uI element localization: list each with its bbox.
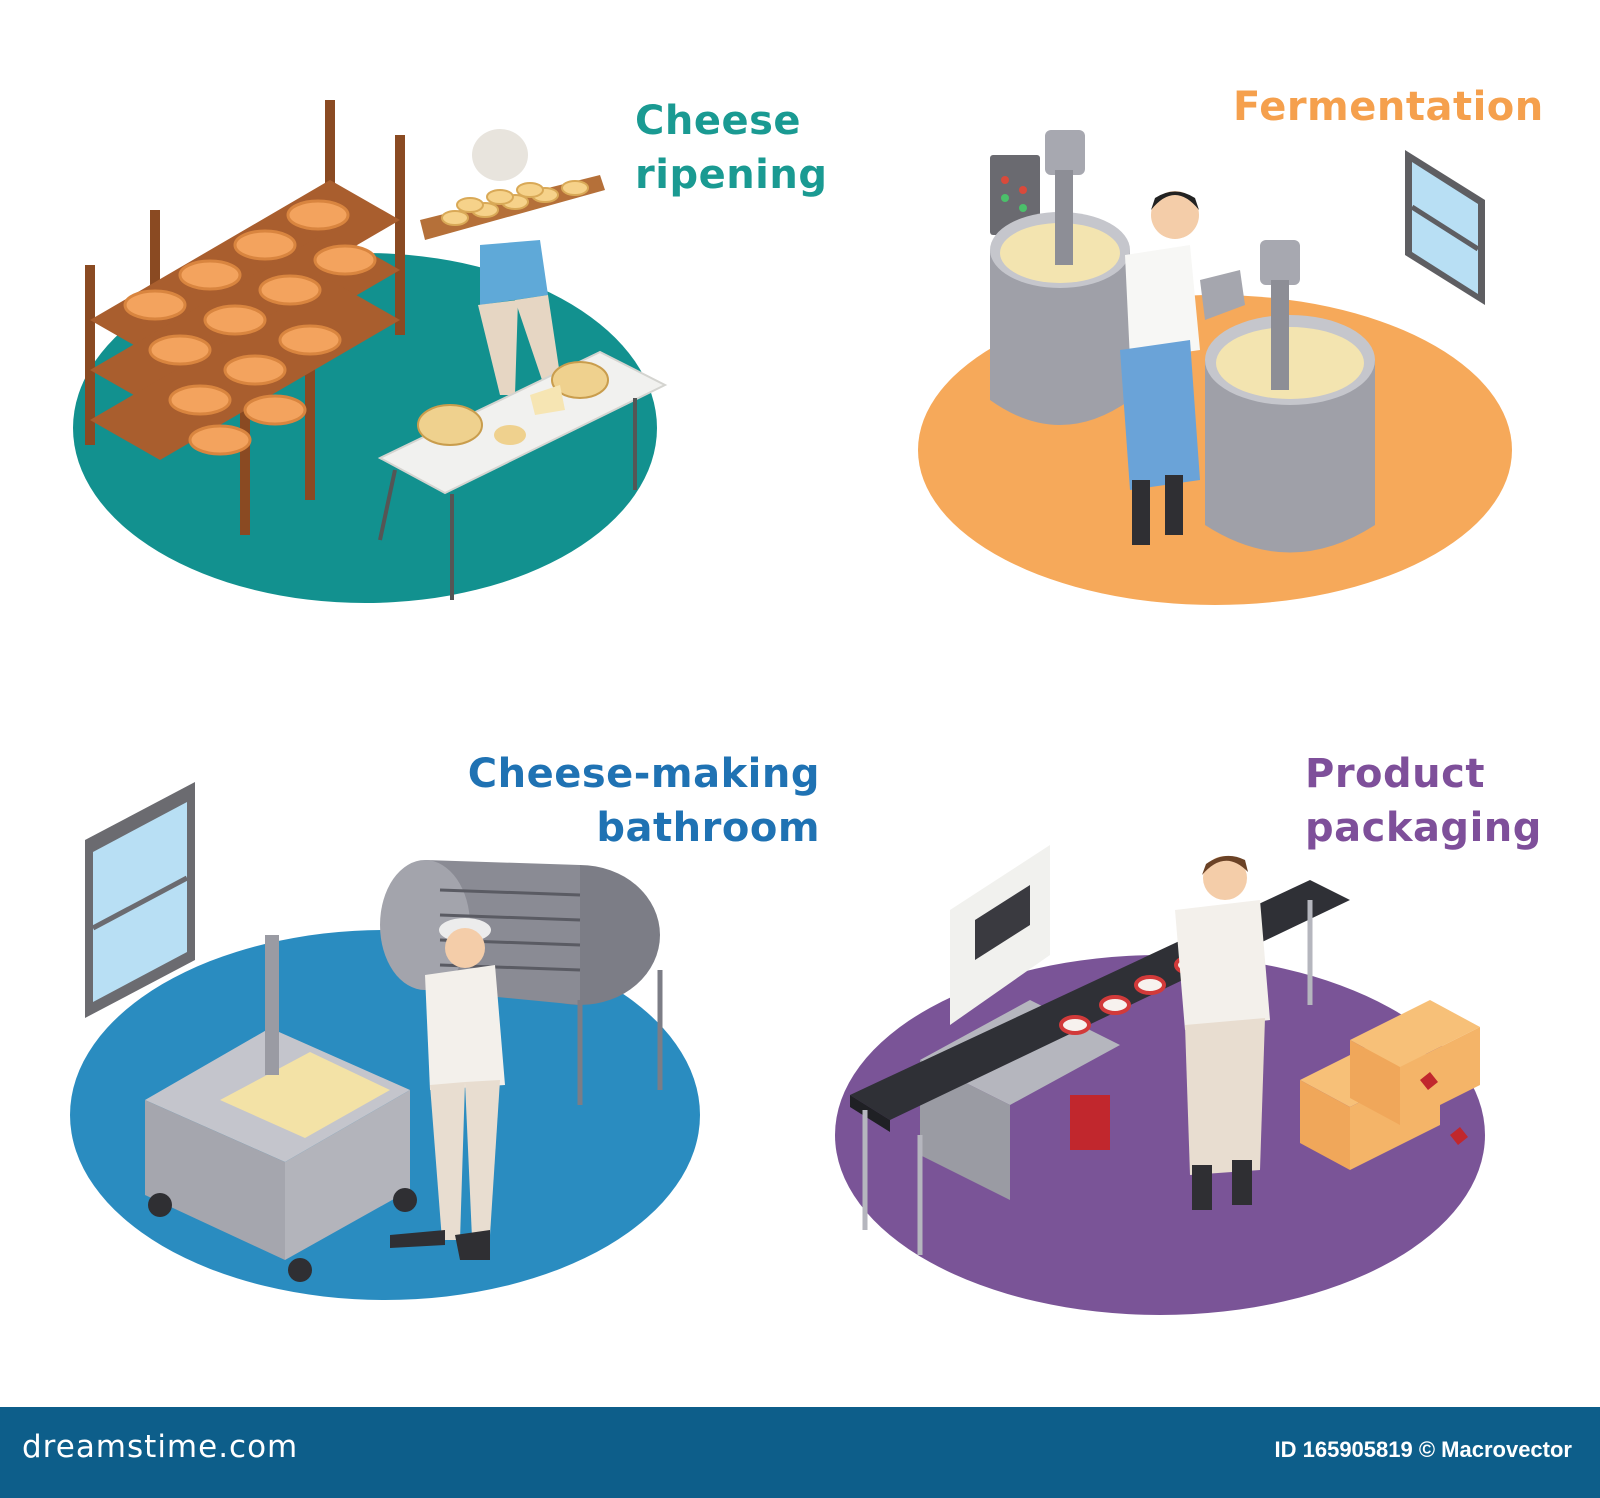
cheese-making-illustration (70, 782, 700, 1300)
packaging-illustration (835, 845, 1485, 1315)
window-icon (1405, 150, 1485, 305)
title-line: Product (1305, 751, 1485, 797)
worker-packer (1175, 855, 1270, 1210)
worker-with-tray (420, 129, 605, 395)
title-line: Cheese-making (467, 751, 820, 797)
title-line: packaging (1305, 805, 1542, 851)
cheese-table (377, 350, 668, 600)
cheese-vat-trolley (145, 935, 417, 1282)
worker-cheesemaker (390, 918, 505, 1260)
title-line: ripening (635, 152, 828, 198)
cheese-wheels (123, 199, 377, 456)
title-line: bathroom (596, 805, 820, 851)
site-name: dreamstime.com (22, 1429, 299, 1465)
title-line: Fermentation (1233, 84, 1544, 130)
fermentation-vat-left (990, 130, 1130, 425)
title-line: Cheese (635, 98, 802, 144)
motor (1070, 1095, 1110, 1150)
panel-cheese-making-bathroom: Cheese-making bathroom (60, 751, 820, 1320)
panel-cheese-ripening: Cheese ripening (60, 80, 827, 640)
image-credit: ID 165905819 © Macrovector (1274, 1437, 1573, 1462)
window-icon (85, 782, 195, 1018)
control-panel (990, 155, 1040, 235)
panel-title-cheese-making-bathroom: Cheese-making bathroom (60, 747, 820, 855)
fermentation-vat-right (1205, 240, 1375, 553)
cheese-ripening-illustration (73, 100, 668, 603)
panel-fermentation: Fermentation (915, 70, 1555, 630)
fermentation-illustration (918, 130, 1512, 605)
panel-title-product-packaging: Product packaging (1305, 747, 1542, 855)
stock-footer-bar: dreamstime.com ID 165905819 © Macrovecto… (0, 1407, 1600, 1498)
panel-title-cheese-ripening: Cheese ripening (635, 94, 828, 202)
worker-pouring (1120, 191, 1245, 545)
panel-product-packaging: Product packaging (830, 751, 1560, 1340)
cardboard-boxes (1300, 1000, 1480, 1170)
panel-title-fermentation: Fermentation (1233, 80, 1544, 134)
